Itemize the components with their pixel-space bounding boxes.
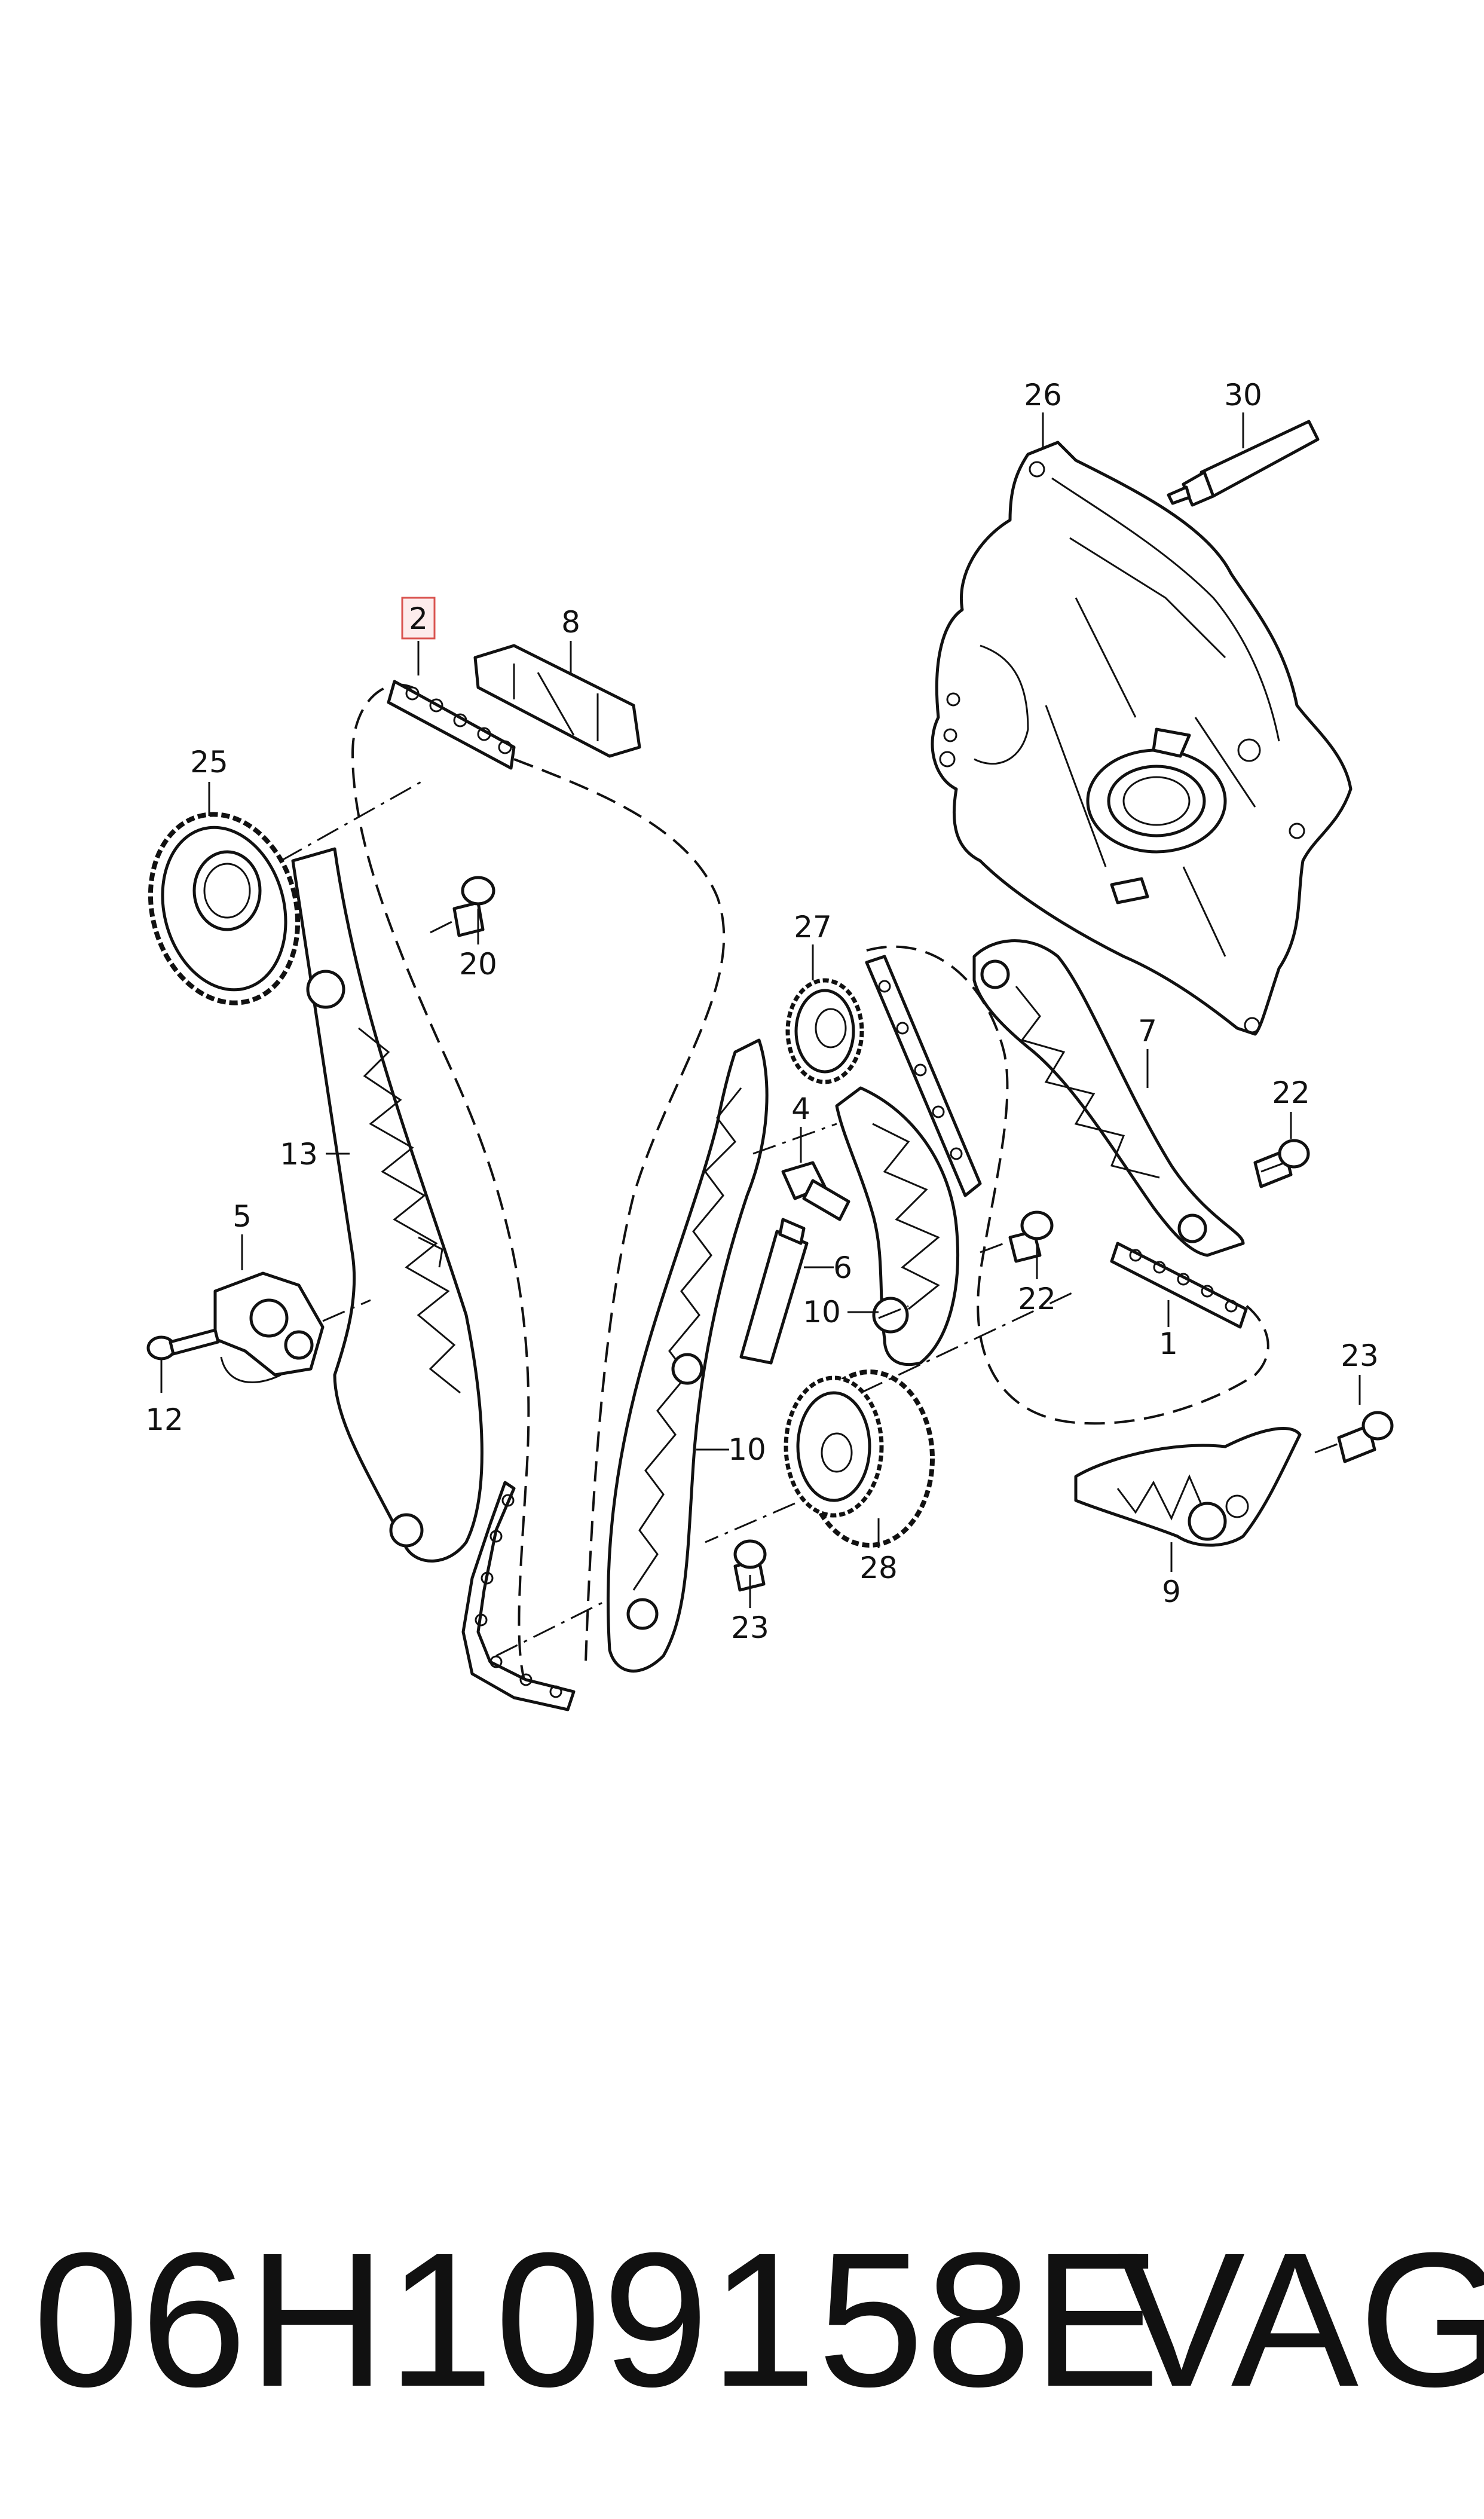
timing-chain-secondary-loop [866,945,1269,1425]
bolt-part22-upper [452,876,495,937]
bolt-part4 [781,1161,850,1221]
callout-27: 27 [794,910,832,944]
callout-12: 10 [803,1295,841,1329]
callout-23-right: 23 [1341,1338,1379,1373]
callout-2: 2 [409,601,428,636]
alignment-lines [280,779,1339,1657]
bolt-part20 [146,1328,220,1361]
guide-rail-part10 [606,1038,769,1673]
timing-chain-main-loop [351,683,726,1686]
chain-links-upper [387,680,516,770]
bolt-part23-right [1337,1411,1394,1463]
callout-30: 30 [1224,378,1262,412]
callout-labels: 2 8 25 20 27 26 30 13 5 12 4 6 10 7 22 2… [145,378,1379,1645]
tensioner-rail-part13 [291,847,484,1563]
callout-6: 6 [833,1251,852,1285]
bolt-part22-lower [1008,1210,1054,1263]
brand-name: VAG [1118,2212,1484,2426]
callout-22-lower: 22 [1018,1282,1056,1316]
callout-25: 25 [190,745,228,779]
highlight-box-callout-2 [401,597,436,640]
callout-1: 1 [1159,1326,1178,1361]
callout-9: 9 [1162,1575,1181,1609]
chain-tensioner-guide-part9 [1074,1427,1302,1547]
chain-links-part1 [1110,1242,1248,1329]
leader-lines [160,412,1361,1608]
callout-20: 12 [145,1402,183,1437]
callout-10: 10 [728,1432,766,1467]
callout-4: 4 [791,1092,810,1126]
callout-13: 13 [280,1137,318,1172]
sealant-tube-part30 [1167,420,1320,507]
bolt-part23-mid [1253,1139,1310,1188]
callout-23-mid: 22 [1272,1075,1310,1110]
callout-7: 7 [1138,1014,1157,1048]
chain-links-secondary [865,955,982,1197]
crankshaft-sprocket-part28 [784,1369,935,1548]
callout-22-upper: 20 [459,947,497,982]
chain-guide-block-part8 [473,644,641,758]
callout-28: 28 [859,1551,898,1585]
chain-links-lower [461,1481,576,1711]
callout-23-left: 23 [731,1610,769,1645]
camshaft-sprocket-part25 [148,812,301,1005]
callout-8: 8 [561,605,580,640]
chain-guide-part7 [972,939,1245,1257]
callout-5: 5 [232,1199,252,1234]
part-number: 06H109158E [33,2212,1162,2426]
chain-tensioner-part5 [213,1271,325,1383]
callout-26: 26 [1024,378,1062,412]
sealant-tube-part6 [739,1218,809,1365]
chain-guide-part12 [835,1086,959,1367]
timing-housing-cover-part26 [931,441,1353,1036]
sprocket-part27 [785,978,864,1084]
